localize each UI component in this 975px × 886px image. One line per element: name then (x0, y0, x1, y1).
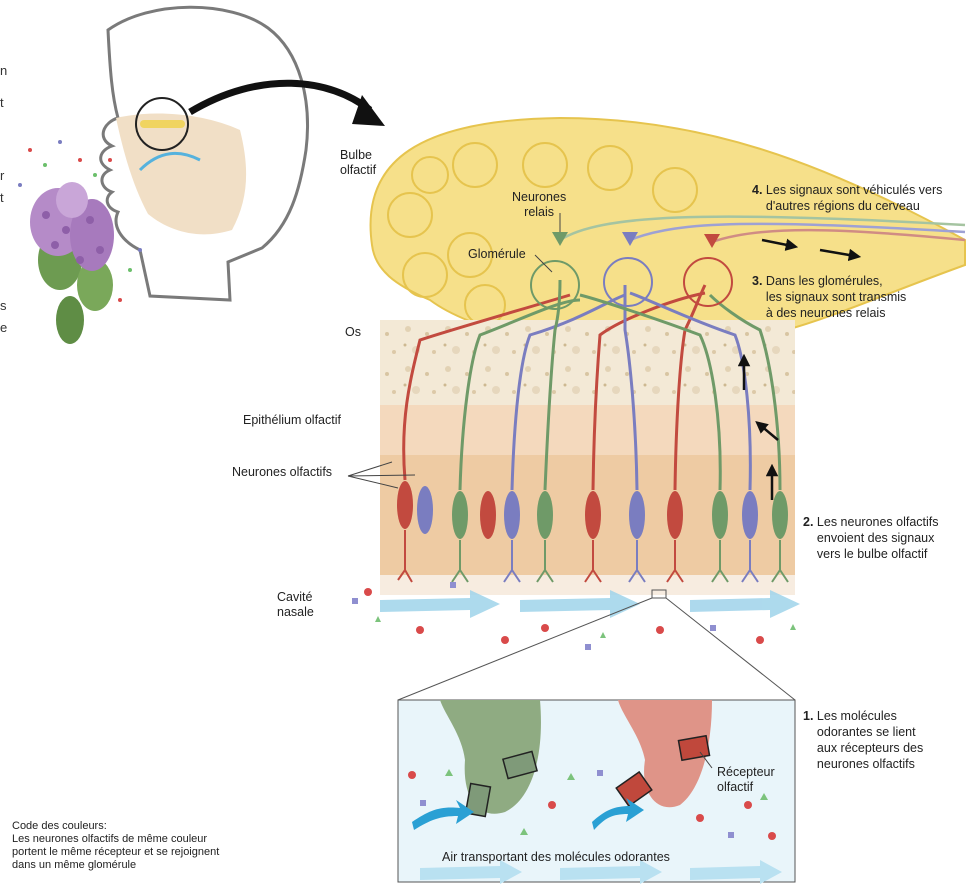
label-cavite: Cavité nasale (277, 590, 314, 620)
label-os: Os (345, 325, 361, 340)
edge-fragment: t (0, 95, 4, 110)
edge-fragment: s (0, 298, 7, 313)
label-neurones-relais: Neurones relais (512, 190, 566, 220)
label-air: Air transportant des molécules odorantes (442, 850, 670, 865)
label-bulbe: Bulbe olfactif (340, 148, 376, 178)
label-recepteur: Récepteur olfactif (717, 765, 775, 795)
step-1: 1. Les molécules odorantes se lient aux … (803, 708, 923, 772)
label-glomerule: Glomérule (468, 247, 526, 262)
label-epithelium: Epithélium olfactif (243, 413, 341, 428)
step-4: 4. Les signaux sont véhiculés vers d'aut… (752, 182, 942, 214)
step-3-text: Dans les glomérules, les signaux sont tr… (766, 273, 906, 321)
step-2-number: 2. (803, 515, 813, 529)
edge-fragment: r (0, 168, 4, 183)
step-2: 2. Les neurones olfactifs envoient des s… (803, 514, 939, 562)
step-4-number: 4. (752, 183, 762, 197)
color-code-text: Les neurones olfactifs de même couleur p… (12, 833, 312, 872)
step-4-text: Les signaux sont véhiculés vers d'autres… (766, 182, 942, 214)
step-2-text: Les neurones olfactifs envoient des sign… (817, 514, 939, 562)
step-1-number: 1. (803, 709, 813, 723)
step-1-text: Les molécules odorantes se lient aux réc… (817, 708, 923, 772)
step-3-number: 3. (752, 274, 762, 288)
label-neurones-olfactifs: Neurones olfactifs (232, 465, 332, 480)
lilac-flower (30, 182, 114, 344)
step-3: 3. Dans les glomérules, les signaux sont… (752, 273, 906, 321)
edge-fragment: t (0, 190, 4, 205)
edge-fragment: n (0, 63, 7, 78)
color-code-legend: Code des couleurs: Les neurones olfactif… (12, 820, 312, 872)
color-code-title: Code des couleurs: (12, 820, 312, 833)
epithelium-top (380, 405, 795, 455)
edge-fragment: e (0, 320, 7, 335)
